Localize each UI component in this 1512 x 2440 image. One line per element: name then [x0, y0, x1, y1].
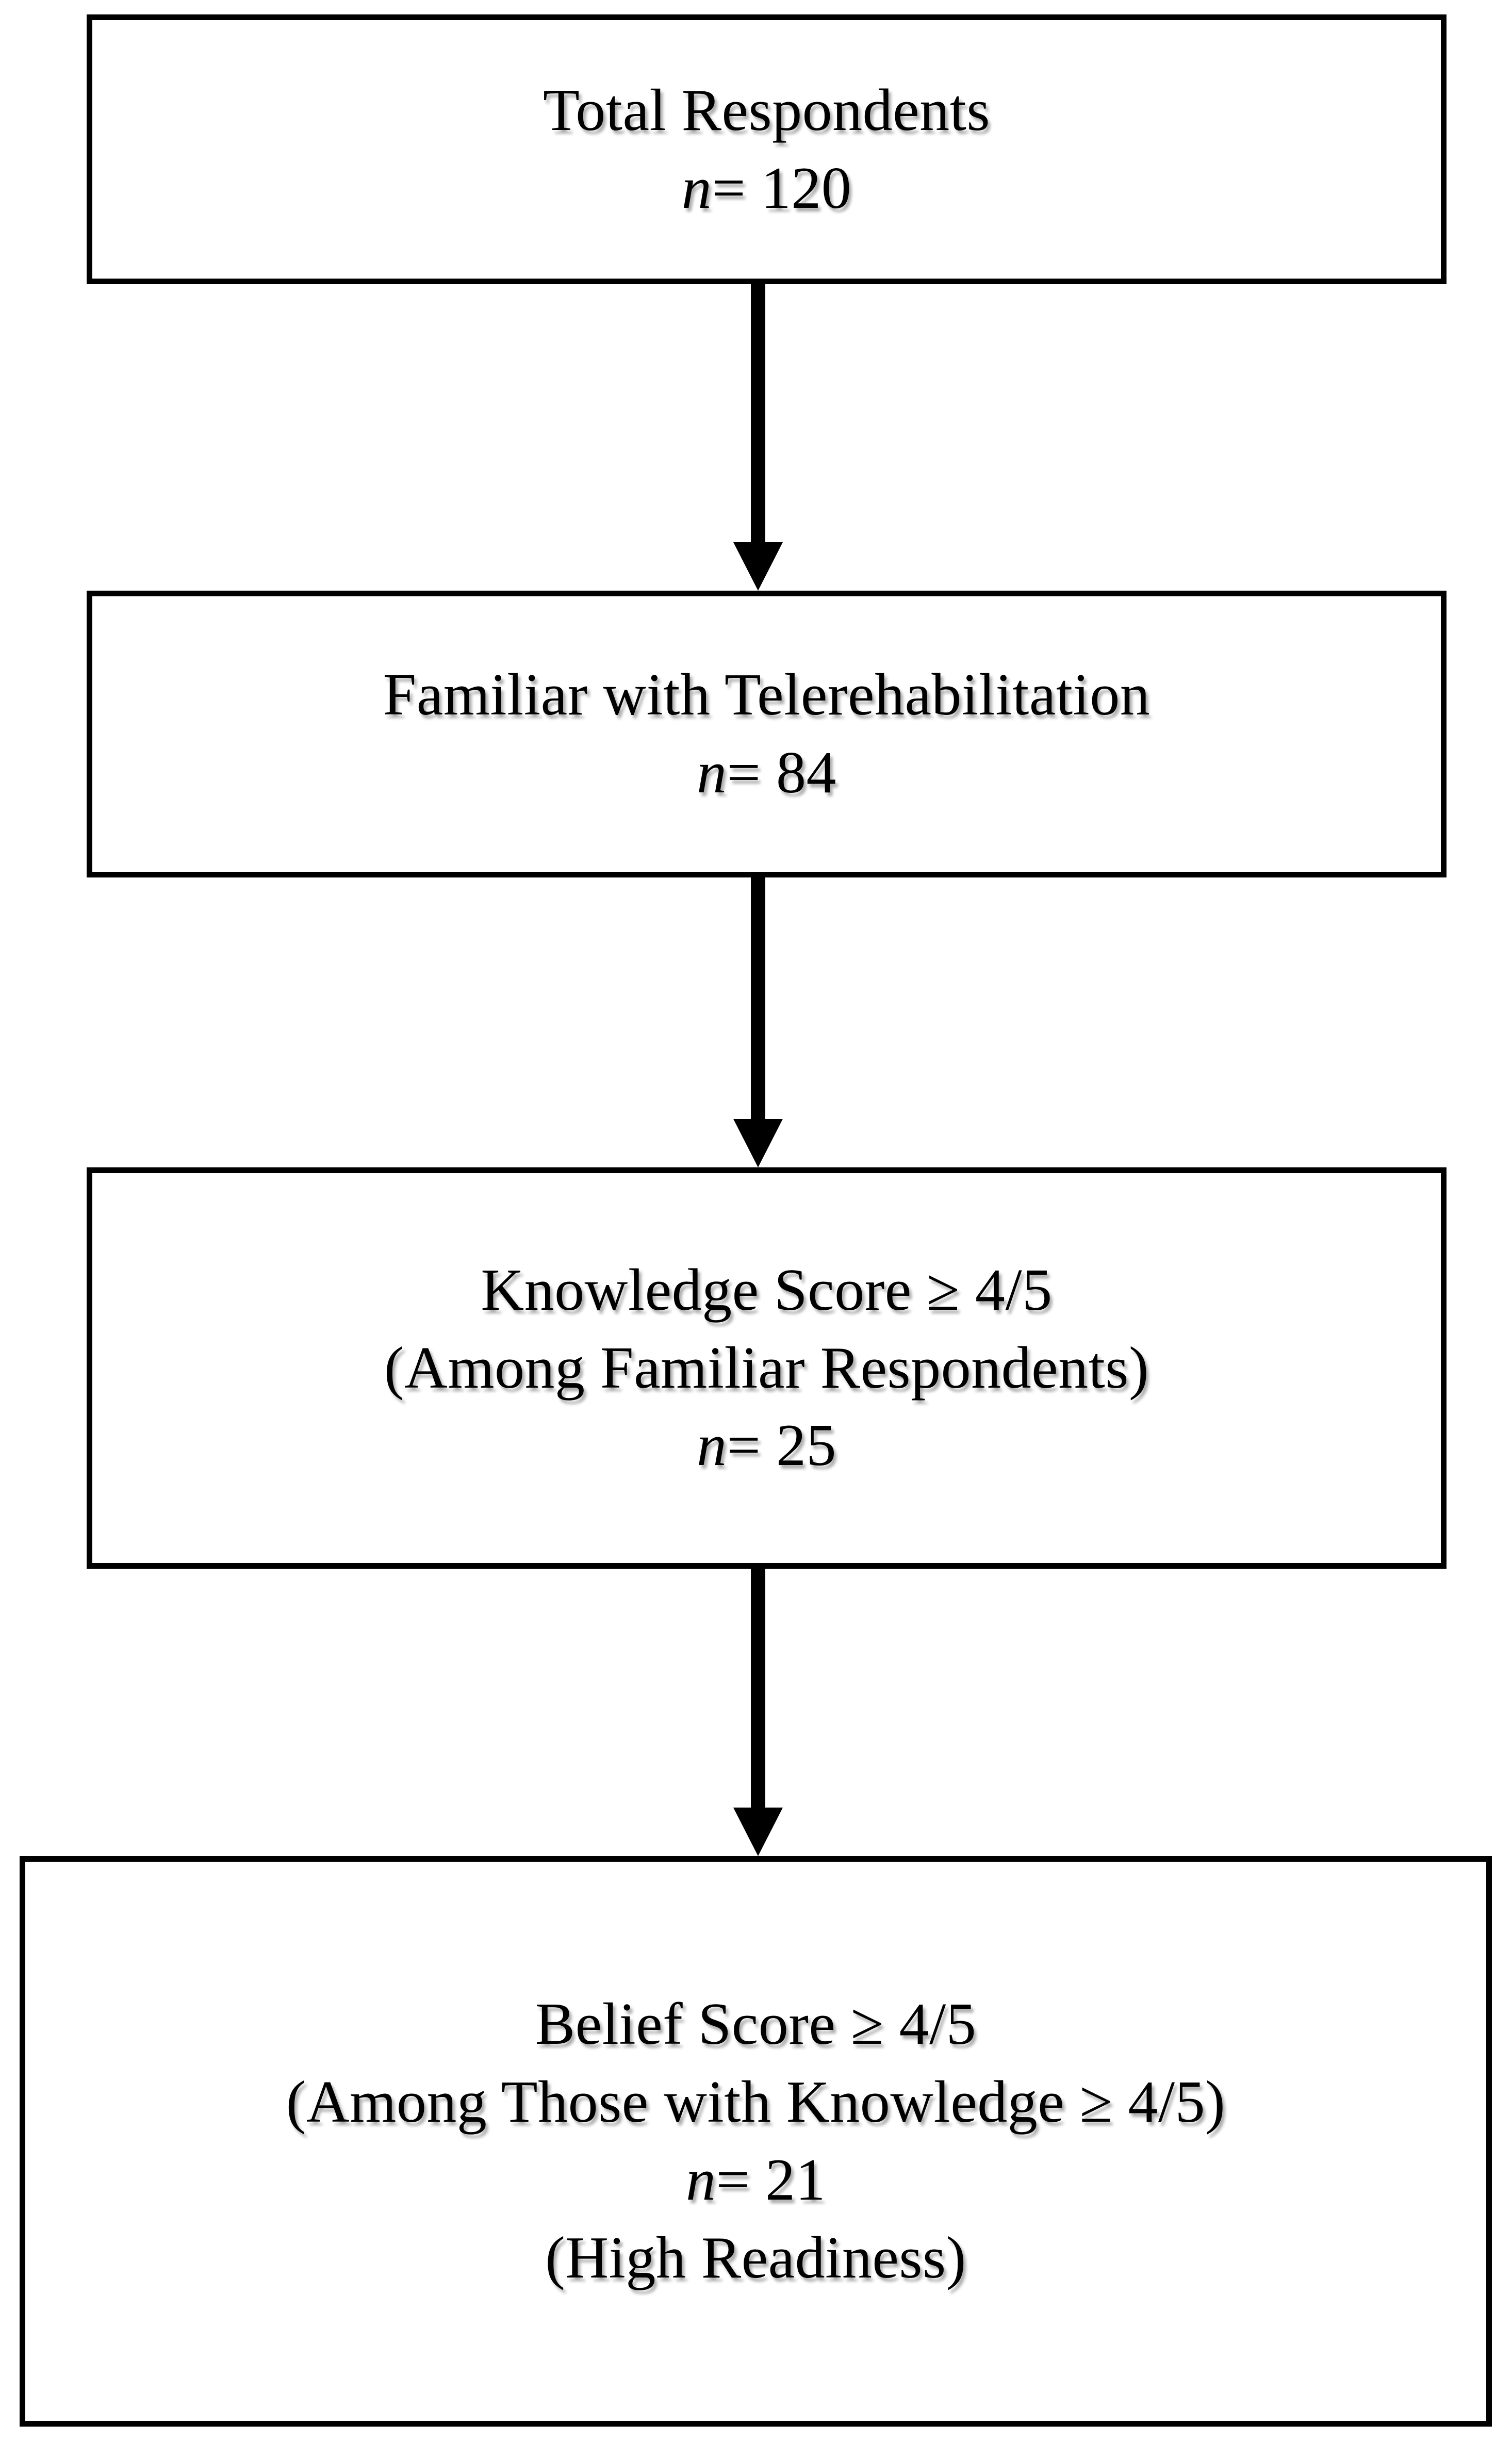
- node-count-belief-score: n= 21: [686, 2141, 826, 2219]
- down-arrow-glyph: [733, 1569, 783, 1856]
- down-arrow-icon: [722, 1569, 794, 1856]
- node-title-familiar: Familiar with Telerehabilitation: [383, 662, 1151, 728]
- n-value: = 21: [716, 2147, 826, 2213]
- flow-node-familiar: Familiar with Telerehabilitation n= 84: [87, 591, 1447, 877]
- flow-node-knowledge-score: Knowledge Score ≥ 4/5 (Among Familiar Re…: [87, 1167, 1447, 1569]
- n-value: = 25: [727, 1412, 836, 1479]
- node-count-total-respondents: n= 120: [682, 150, 851, 227]
- n-value: = 120: [712, 155, 852, 221]
- node-count-familiar: n= 84: [697, 734, 836, 812]
- down-arrow-glyph: [733, 877, 783, 1167]
- flow-node-belief-score: Belief Score ≥ 4/5 (Among Those with Kno…: [20, 1856, 1492, 2427]
- down-arrow-icon: [722, 877, 794, 1167]
- down-arrow-icon: [722, 284, 794, 591]
- node-title-total-respondents: Total Respondents: [543, 77, 991, 143]
- node-title-knowledge-score: Knowledge Score ≥ 4/5: [481, 1257, 1053, 1323]
- node-count-knowledge-score: n= 25: [697, 1407, 836, 1485]
- node-sublabel-belief-score: (Among Those with Knowledge ≥ 4/5): [286, 2069, 1226, 2136]
- n-symbol: n: [681, 155, 712, 221]
- n-symbol: n: [697, 740, 727, 806]
- node-sublabel-knowledge-score: (Among Familiar Respondents): [384, 1335, 1149, 1401]
- n-symbol: n: [686, 2147, 716, 2213]
- n-value: = 84: [727, 740, 836, 806]
- n-symbol: n: [697, 1412, 727, 1479]
- node-title-belief-score: Belief Score ≥ 4/5: [535, 1991, 977, 2058]
- down-arrow-glyph: [733, 284, 783, 591]
- flow-node-total-respondents: Total Respondents n= 120: [87, 14, 1447, 284]
- node-footnote-belief-score: (High Readiness): [545, 2224, 966, 2291]
